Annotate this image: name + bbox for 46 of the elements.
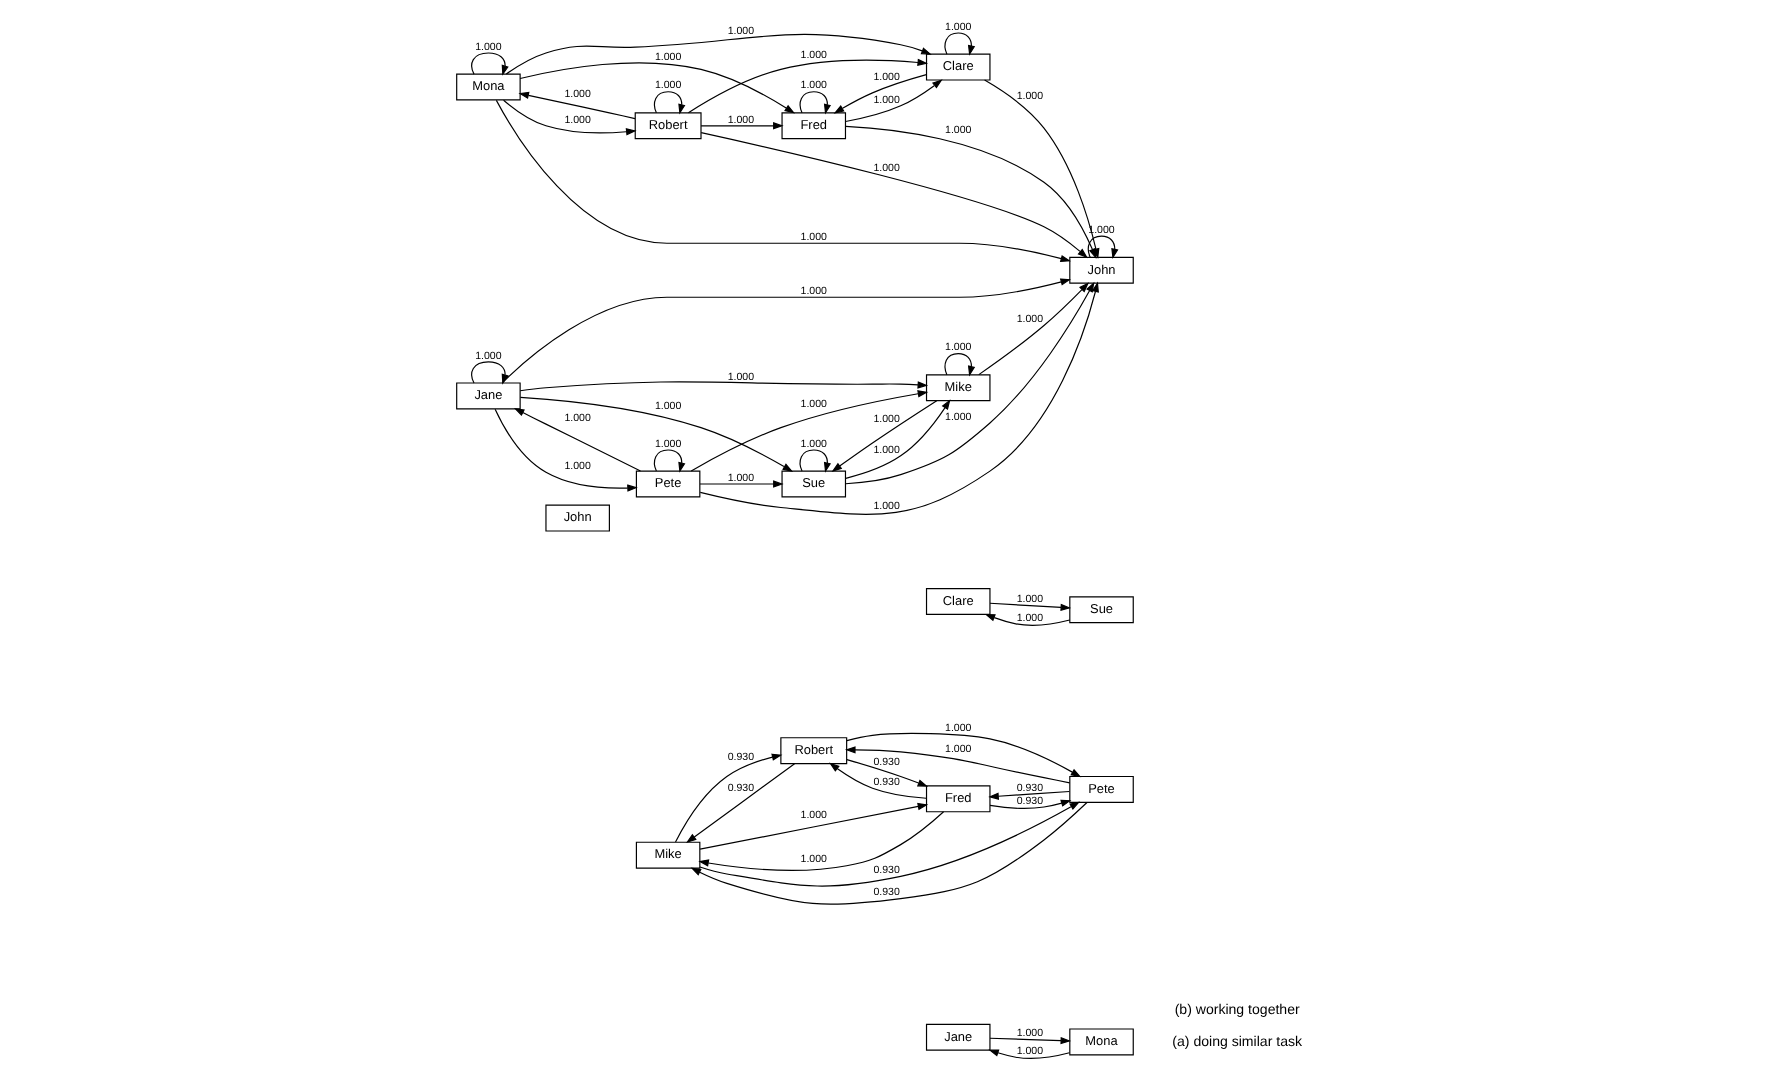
arrow	[798, 449, 831, 473]
arrow	[698, 480, 783, 488]
arrow	[988, 602, 1071, 612]
arrow	[987, 1049, 1070, 1059]
arrow	[493, 408, 637, 492]
arrow	[844, 399, 950, 479]
arrow	[699, 132, 1087, 259]
arrow	[845, 759, 928, 787]
arrow	[518, 381, 928, 392]
arrow	[828, 762, 926, 799]
arrow	[697, 811, 944, 871]
arrow	[977, 282, 1089, 376]
arrow	[512, 408, 641, 472]
arrow	[652, 91, 685, 115]
arrow	[987, 790, 1069, 800]
arrow	[652, 449, 685, 473]
arrow	[988, 1036, 1071, 1045]
arrow	[504, 33, 931, 75]
arrow	[832, 74, 926, 114]
arrow	[943, 353, 975, 377]
arrow	[470, 361, 508, 385]
arrow	[983, 613, 1070, 626]
arrow	[845, 732, 1081, 778]
arrow	[943, 32, 975, 56]
arrow	[698, 802, 928, 850]
arrow	[698, 281, 1098, 515]
arrow	[699, 122, 783, 130]
arrow	[470, 52, 508, 76]
arrow	[517, 91, 635, 120]
arrow	[518, 62, 795, 114]
arrow	[844, 746, 1070, 784]
arrow	[798, 91, 831, 115]
arrow	[988, 799, 1071, 809]
arrow	[844, 79, 942, 123]
arrow	[830, 400, 937, 472]
arrow	[844, 281, 1094, 485]
arrow	[500, 278, 1071, 384]
arrow	[689, 801, 1087, 905]
arrow	[494, 99, 1071, 263]
arrow	[686, 58, 928, 114]
arrow	[673, 753, 782, 843]
arrow	[518, 396, 793, 472]
arrow	[689, 390, 928, 472]
arrow	[685, 763, 795, 843]
arrow	[502, 99, 636, 136]
arrow	[698, 801, 1080, 887]
